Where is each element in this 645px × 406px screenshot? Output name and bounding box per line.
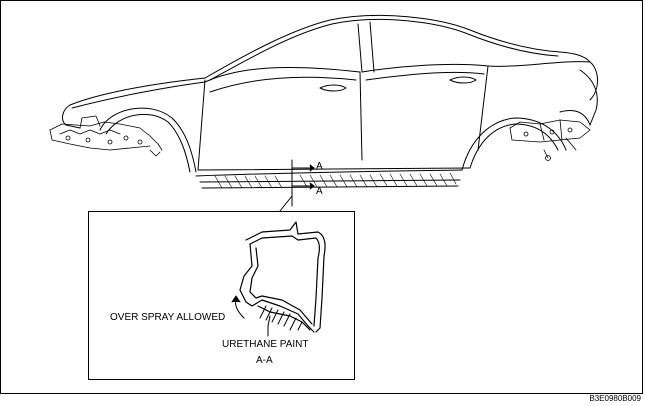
- section-mark-upper-label: A: [316, 161, 323, 172]
- sill-cross-section: [239, 221, 326, 333]
- figure-code: B3E0980B009: [589, 394, 641, 403]
- over-spray-arrow: [231, 295, 245, 319]
- over-spray-label: OVER SPRAY ALLOWED: [110, 312, 226, 323]
- urethane-paint-label: URETHANE PAINT: [222, 339, 309, 350]
- section-line-a: [279, 159, 315, 212]
- front-suspension: [49, 115, 163, 157]
- urethane-paint-marks: [259, 305, 303, 331]
- section-title: A-A: [256, 355, 273, 366]
- rear-suspension: [509, 119, 591, 161]
- illustration-frame: [0, 0, 643, 394]
- section-mark-lower-label: A: [316, 186, 323, 197]
- urethane-paint-leader: [267, 315, 271, 337]
- detail-view-box: [88, 211, 355, 380]
- body-outline: [62, 14, 598, 189]
- sill-hatching: [214, 172, 457, 189]
